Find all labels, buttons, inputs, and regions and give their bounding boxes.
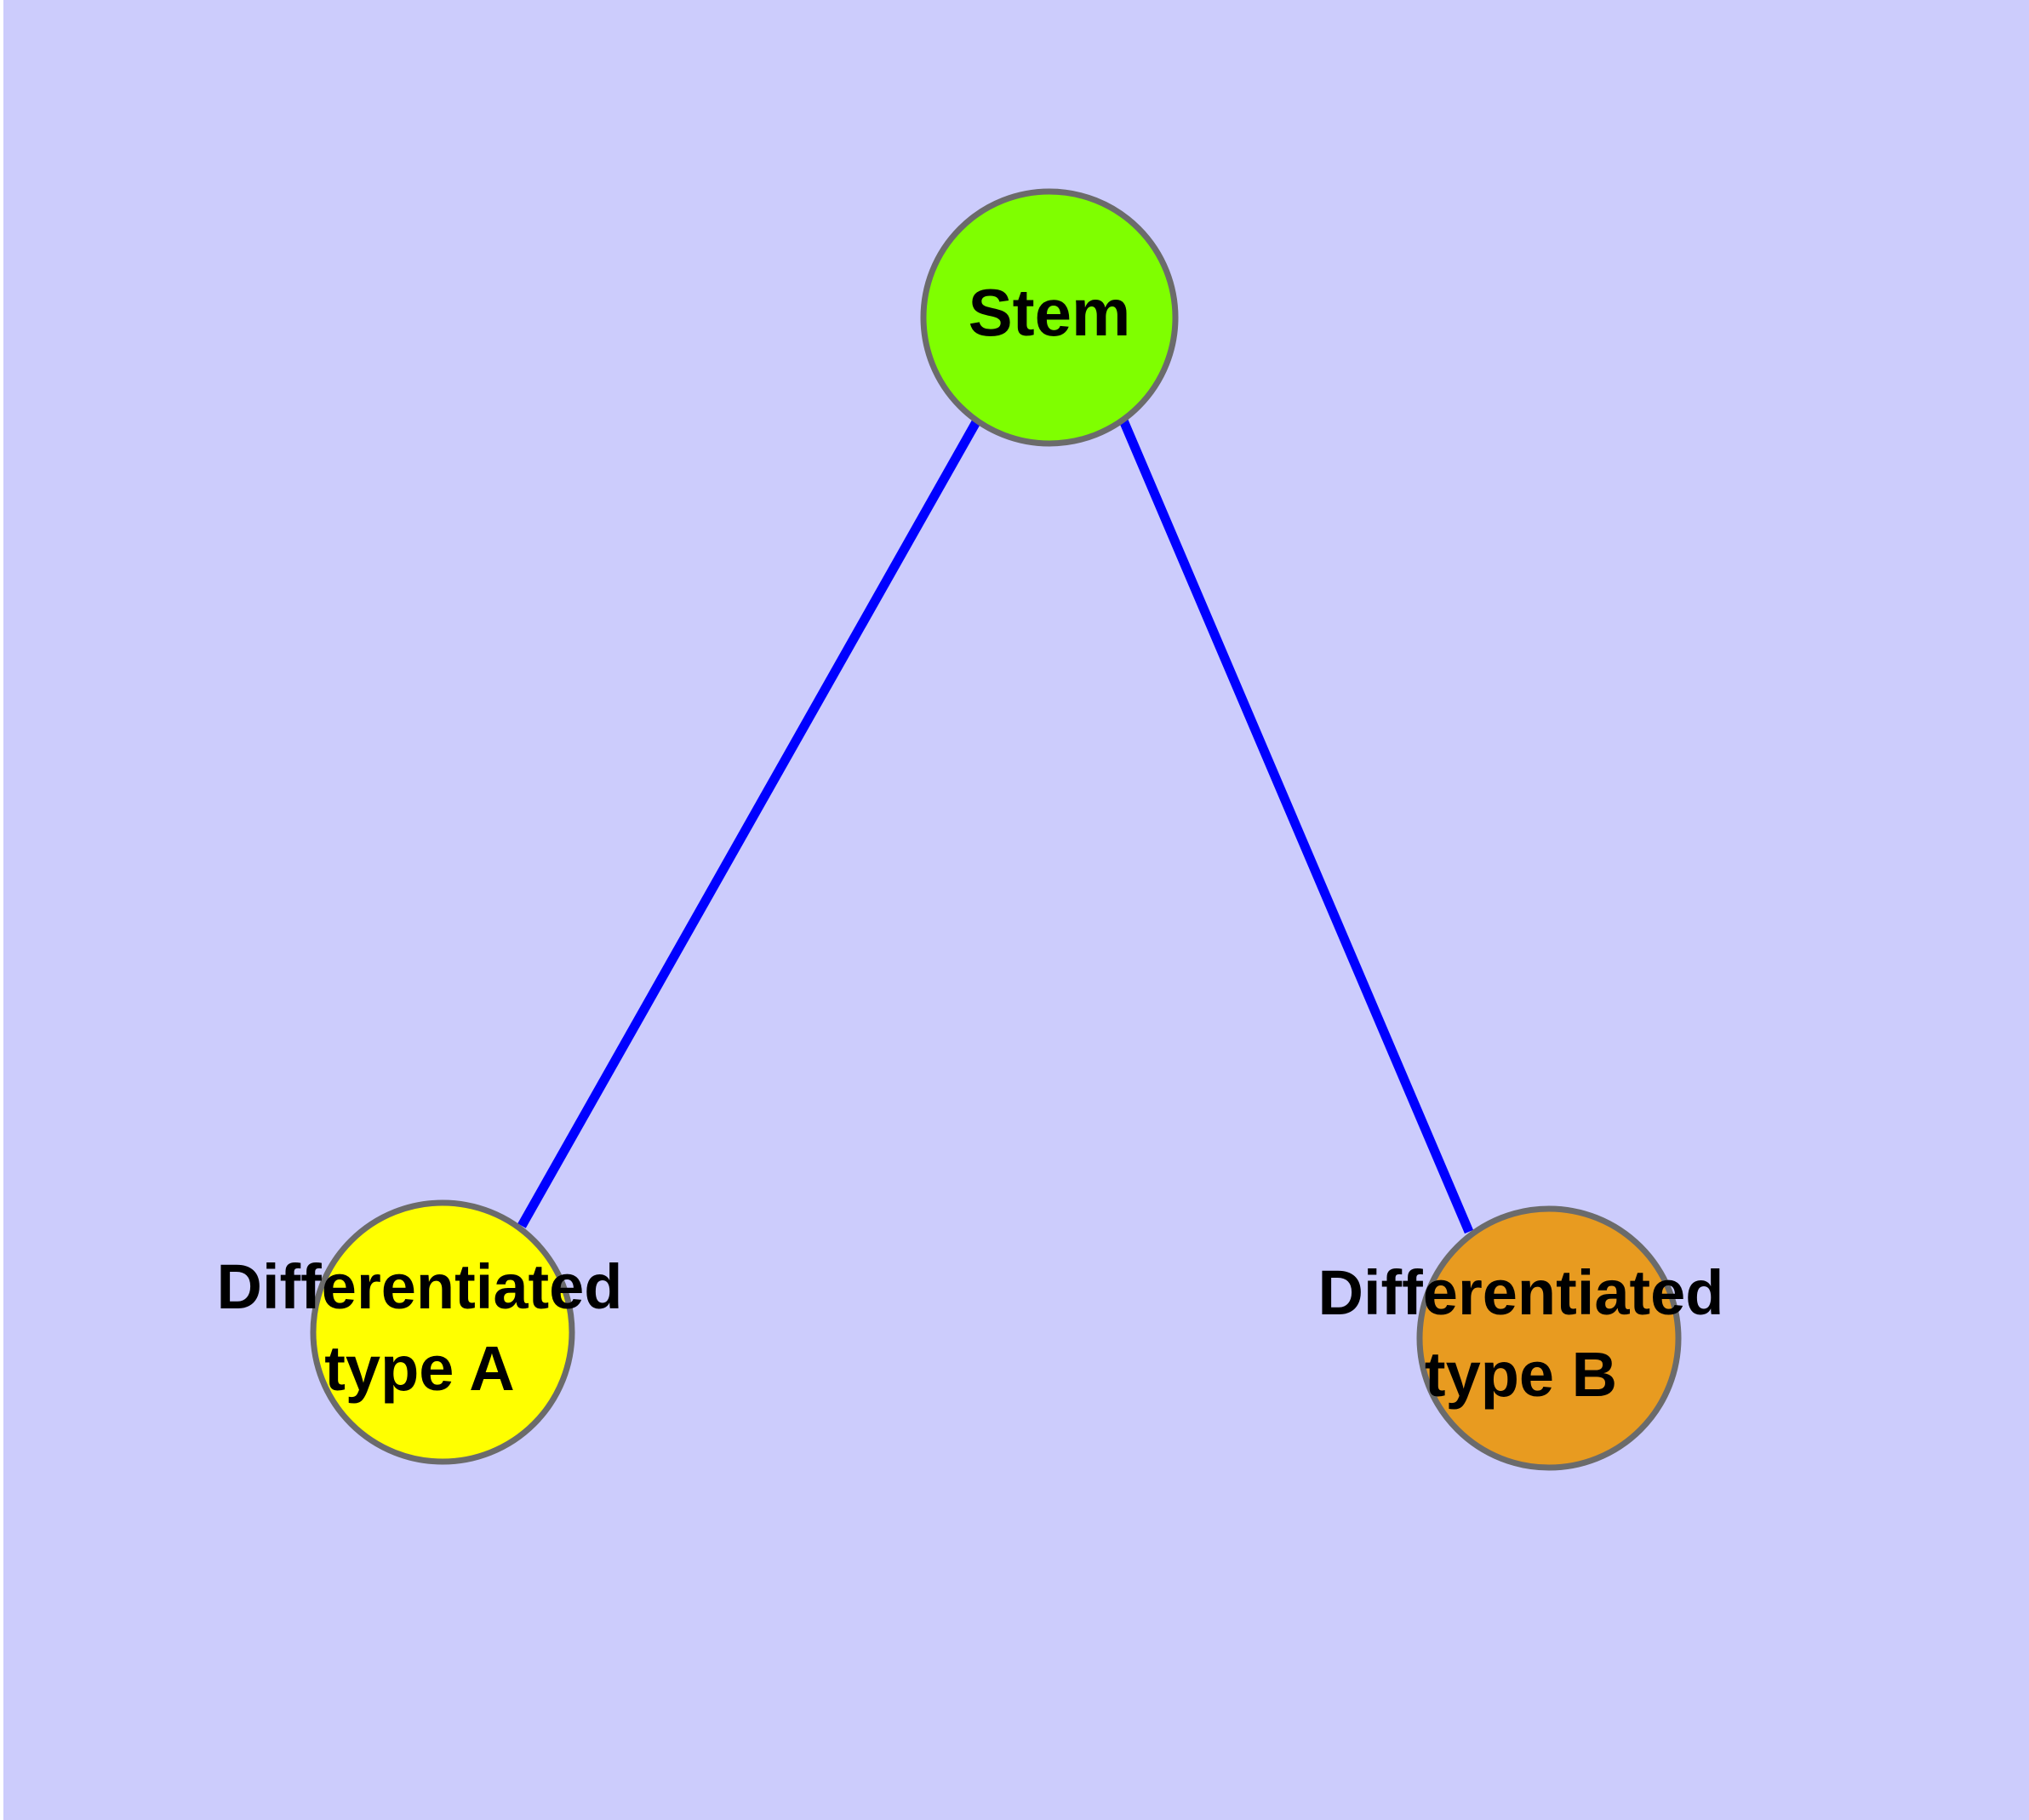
node-label-differentiated-type-b: Differentiated type B xyxy=(1318,1257,1724,1410)
node-label-line: Stem xyxy=(969,275,1131,350)
node-layer xyxy=(310,188,1682,1471)
node-differentiated-type-b[interactable] xyxy=(1416,1205,1682,1471)
node-differentiated-type-a[interactable] xyxy=(310,1199,575,1465)
node-label-differentiated-type-a: Differentiated type A xyxy=(217,1251,623,1404)
node-label-line: Differentiated xyxy=(217,1251,623,1322)
node-label-line: type A xyxy=(324,1333,514,1404)
edge-stem-to-differentiated-type-a[interactable] xyxy=(517,418,981,1228)
node-label-line: type B xyxy=(1425,1339,1617,1410)
node-stem[interactable] xyxy=(920,188,1179,447)
edge-stem-to-differentiated-type-b[interactable] xyxy=(1118,418,1474,1234)
node-label-line: Differentiated xyxy=(1318,1257,1724,1328)
label-layer: Stem Differentiated type A Differentiated… xyxy=(217,275,1724,1410)
edge-layer xyxy=(517,418,1474,1234)
node-label-stem: Stem xyxy=(969,275,1131,350)
